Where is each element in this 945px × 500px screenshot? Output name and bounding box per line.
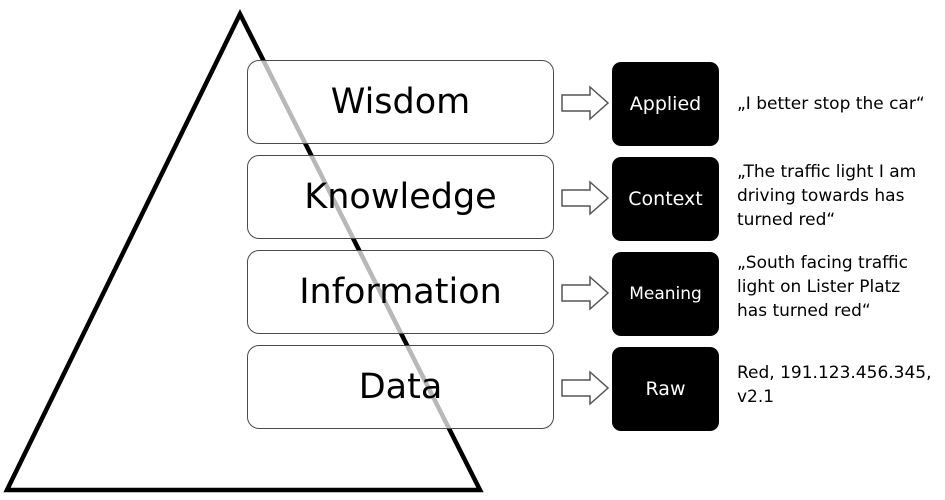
tag-box-applied: Applied bbox=[612, 62, 719, 146]
tag-box-raw: Raw bbox=[612, 347, 719, 431]
level-box-wisdom: Wisdom bbox=[247, 60, 554, 144]
example-text-information: „South facing traffic light on Lister Pl… bbox=[737, 253, 908, 321]
level-box-knowledge: Knowledge bbox=[247, 155, 554, 239]
tag-box-meaning: Meaning bbox=[612, 252, 719, 336]
arrow-right-icon bbox=[561, 85, 610, 121]
arrow-right-icon bbox=[561, 180, 610, 216]
tag-box-context: Context bbox=[612, 157, 719, 241]
arrow-right-icon bbox=[561, 275, 610, 311]
level-box-data: Data bbox=[247, 345, 554, 429]
level-label-data: Data bbox=[358, 366, 443, 407]
tag-label-raw: Raw bbox=[645, 377, 686, 400]
example-text-wisdom: „I better stop the car“ bbox=[737, 94, 925, 114]
example-text-knowledge: „The traffic light I am driving towards … bbox=[737, 162, 917, 230]
tag-label-context: Context bbox=[628, 187, 703, 210]
tag-label-meaning: Meaning bbox=[629, 283, 702, 304]
example-text-data: Red, 191.123.456.345, v2.1 bbox=[737, 363, 932, 407]
tag-label-applied: Applied bbox=[629, 92, 702, 115]
arrow-right-icon bbox=[561, 370, 610, 406]
level-label-information: Information bbox=[299, 271, 502, 312]
level-label-knowledge: Knowledge bbox=[304, 176, 497, 217]
level-box-information: Information bbox=[247, 250, 554, 334]
level-label-wisdom: Wisdom bbox=[330, 81, 471, 122]
